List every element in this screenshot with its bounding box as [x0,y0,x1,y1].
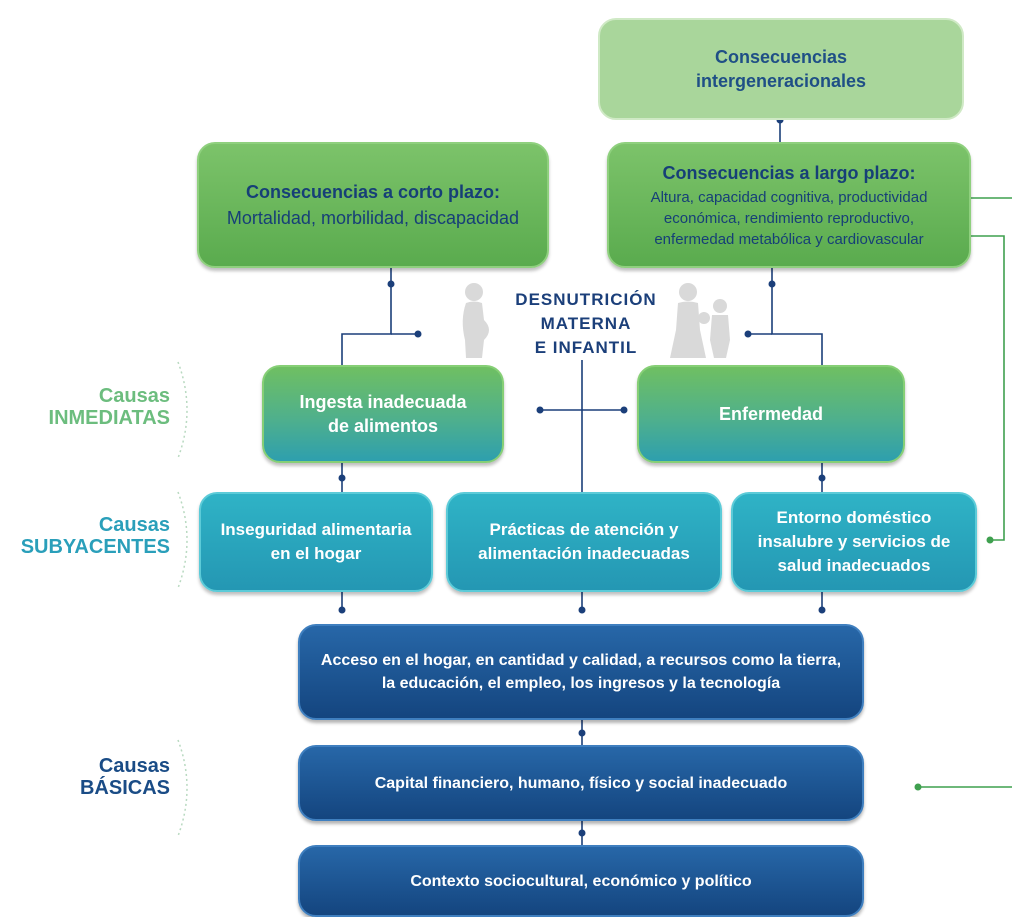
environment-line3: salud inadecuados [777,556,931,575]
context-line1: Contexto sociocultural, económico y polí… [410,872,752,890]
immediate-causes-label: Causas INMEDIATAS [20,385,170,429]
basic-cause-capital: Capital financiero, humano, físico y soc… [298,745,864,821]
center-title-line3: E INFANTIL [534,338,638,357]
underlying-label-line2: SUBYACENTES [20,536,170,558]
long-term-consequences-box: Consecuencias a largo plazo: Altura, cap… [607,142,971,268]
intergenerational-consequences-box: Consecuencias intergeneracionales [598,18,964,120]
basic-label-line1: Causas [98,755,170,777]
intergenerational-line1: Consecuencias [714,47,848,67]
underlying-cause-food-insecurity: Inseguridad alimentaria en el hogar [199,492,433,592]
immediate-cause-food-intake: Ingesta inadecuada de alimentos [262,365,504,463]
food-intake-line1: Ingesta inadecuada [299,392,467,412]
disease-line1: Enfermedad [718,404,824,424]
intergenerational-line2: intergeneracionales [695,71,867,91]
basic-cause-household-access: Acceso en el hogar, en cantidad y calida… [298,624,864,720]
center-title-line2: MATERNA [540,314,632,333]
food-insecurity-line1: Inseguridad alimentaria [220,520,412,539]
immediate-label-line1: Causas [98,385,170,407]
long-term-line1: Altura, capacidad cognitiva, productivid… [650,188,928,206]
center-title-line1: DESNUTRICIÓN [515,290,657,309]
environment-line2: insalubre y servicios de [757,532,951,551]
immediate-cause-disease: Enfermedad [637,365,905,463]
food-intake-line2: de alimentos [327,416,439,436]
underlying-cause-care-practices: Prácticas de atención y alimentación ina… [446,492,722,592]
underlying-causes-label: Causas SUBYACENTES [10,514,170,558]
basic-cause-context: Contexto sociocultural, económico y polí… [298,845,864,917]
short-term-body: Mortalidad, morbilidad, discapacidad [226,208,520,228]
care-practices-line1: Prácticas de atención y [489,520,679,539]
basic-label-line2: BÁSICAS [79,777,170,799]
underlying-label-line1: Causas [98,514,170,536]
center-title: DESNUTRICIÓN MATERNA E INFANTIL [493,288,679,360]
household-access-line2: la educación, el empleo, los ingresos y … [381,675,781,692]
care-practices-line2: alimentación inadecuadas [478,544,690,563]
household-access-line1: Acceso en el hogar, en cantidad y calida… [320,652,842,669]
immediate-label-line2: INMEDIATAS [48,407,170,429]
food-insecurity-line2: en el hogar [270,544,362,563]
basic-causes-label: Causas BÁSICAS [20,755,170,799]
long-term-title: Consecuencias a largo plazo: [662,162,916,183]
long-term-line2: económica, rendimiento reproductivo, [663,209,915,227]
short-term-title: Consecuencias a corto plazo: [245,182,501,202]
long-term-line3: enfermedad metabólica y cardiovascular [654,230,924,248]
pregnant-woman-icon [462,283,489,358]
environment-line1: Entorno doméstico [776,508,932,527]
short-term-consequences-box: Consecuencias a corto plazo: Mortalidad,… [197,142,549,268]
capital-line1: Capital financiero, humano, físico y soc… [374,774,788,792]
underlying-cause-environment: Entorno doméstico insalubre y servicios … [731,492,977,592]
family-icon [670,283,730,358]
